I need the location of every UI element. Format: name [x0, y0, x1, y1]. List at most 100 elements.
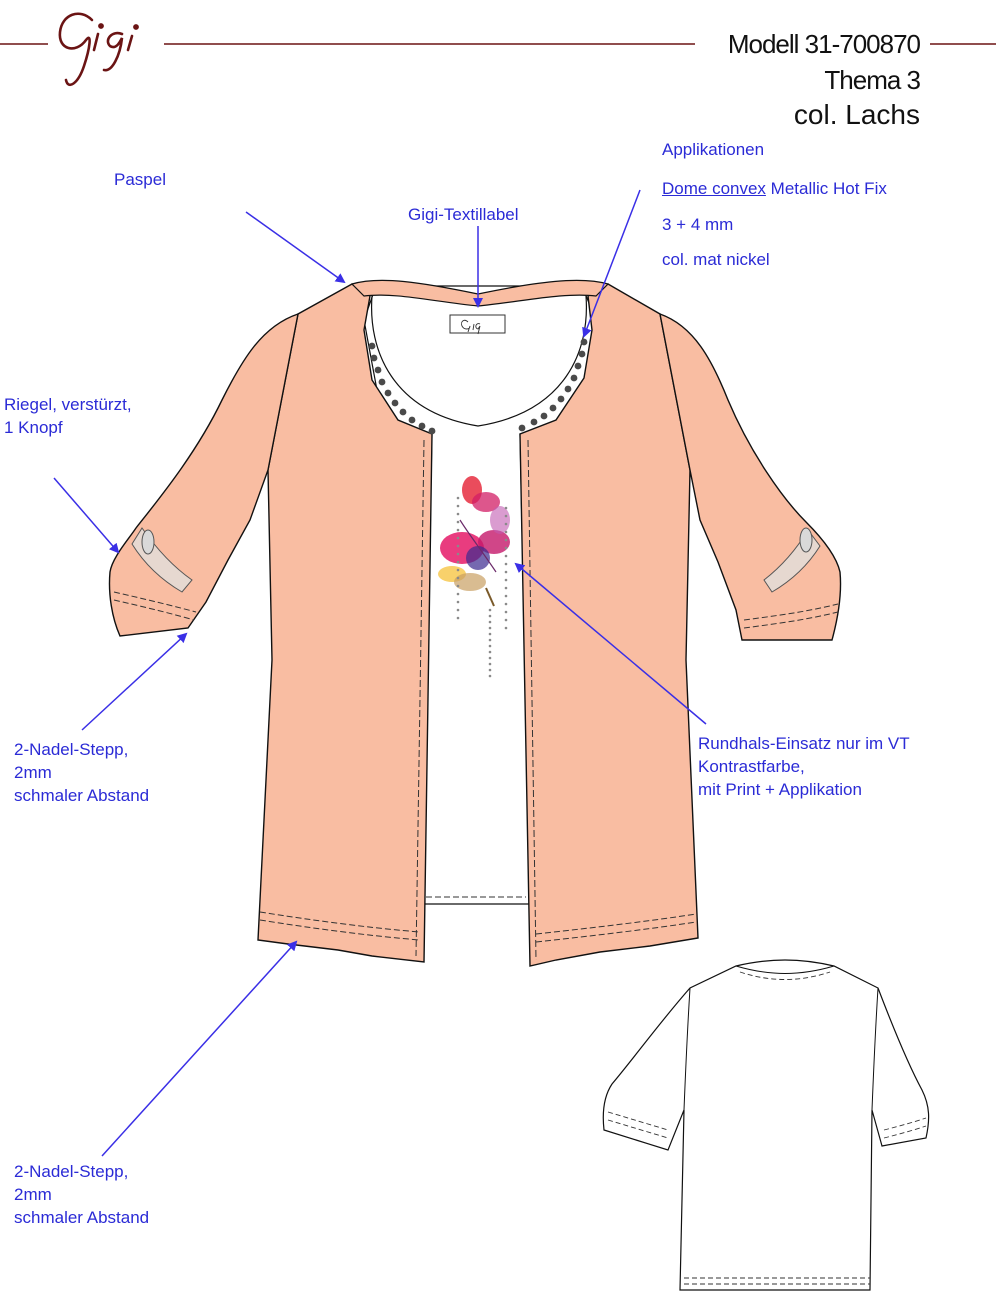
label-dome-line: Dome convex Metallic Hot Fix: [662, 177, 887, 200]
label-rundhals-3: mit Print + Applikation: [698, 780, 862, 799]
print-bead: [488, 620, 492, 624]
sleeve-stitch-left-1: [113, 591, 197, 613]
rivet: [370, 354, 378, 362]
model-number: Modell 31-700870: [727, 29, 921, 59]
print-bead: [488, 650, 492, 654]
gigi-signature-logo: [58, 12, 139, 87]
rivet: [540, 412, 548, 420]
print-bead: [456, 608, 460, 612]
print-bead: [504, 610, 508, 614]
rivet: [384, 389, 392, 397]
print-bead-lines: [456, 496, 508, 678]
print-bead: [488, 668, 492, 672]
print-bead: [504, 578, 508, 582]
print-bead: [504, 586, 508, 590]
print-bead: [488, 614, 492, 618]
sleeve-stitch-right-2: [743, 611, 839, 629]
print-bead: [504, 554, 508, 558]
print-bead: [504, 538, 508, 542]
color-label: col. Lachs: [793, 99, 920, 130]
arrow-stepp-sleeve: [81, 632, 188, 731]
rivet: [368, 342, 376, 350]
rivet: [418, 422, 426, 430]
print-bead: [504, 626, 508, 630]
print-bead: [456, 536, 460, 540]
print-bead: [456, 528, 460, 532]
label-stepp-sleeve-2: 2mm: [14, 763, 52, 782]
theme-label: Thema 3: [824, 65, 921, 95]
print-bead: [488, 626, 492, 630]
print-bead: [504, 562, 508, 566]
label-applikationen: Applikationen: [662, 140, 765, 159]
print-bead: [488, 674, 492, 678]
print-bead: [456, 560, 460, 564]
rivet: [530, 418, 538, 426]
rivet: [564, 385, 572, 393]
arrow-stepp-hem: [101, 940, 298, 1157]
label-stepp-hem-2: 2mm: [14, 1185, 52, 1204]
print-bead: [456, 496, 460, 500]
print-bead: [504, 546, 508, 550]
print-bead: [488, 638, 492, 642]
hem-stitch-right-1: [535, 913, 697, 935]
jacket-right-panel: [519, 283, 699, 967]
print-bead: [456, 512, 460, 516]
print-bead: [504, 514, 508, 518]
rivet: [391, 399, 399, 407]
rivet: [574, 362, 582, 370]
label-textillabel: Gigi-Textillabel: [408, 205, 519, 224]
label-stepp-hem-3: schmaler Abstand: [14, 1208, 150, 1227]
arrow-rundhals: [514, 562, 707, 725]
print-bead: [456, 520, 460, 524]
rivet: [399, 408, 407, 416]
print-bead: [504, 594, 508, 598]
neckline-inner: [370, 295, 588, 427]
rivet: [408, 416, 416, 424]
print-bead: [456, 584, 460, 588]
sleeve-stitch-left-2: [113, 599, 195, 621]
rivet: [549, 404, 557, 412]
label-paspel: Paspel: [114, 170, 166, 189]
print-bead: [456, 552, 460, 556]
print-bead: [504, 530, 508, 534]
print-bead: [504, 522, 508, 526]
print-bead: [488, 632, 492, 636]
front-edge-stitch-left: [415, 439, 425, 957]
print-bead: [504, 570, 508, 574]
rivet: [570, 374, 578, 382]
rivet: [378, 378, 386, 386]
arrow-riegel: [53, 477, 120, 554]
print-bead: [488, 656, 492, 660]
print-bead: [456, 616, 460, 620]
jacket-left-panel: [257, 283, 433, 963]
label-rundhals-2: Kontrastfarbe,: [698, 757, 805, 776]
label-stepp-sleeve-1: 2-Nadel-Stepp,: [14, 740, 129, 759]
button-left: [141, 529, 155, 555]
label-rundhals-1: Rundhals-Einsatz nur im VT: [698, 734, 910, 753]
label-size: 3 + 4 mm: [662, 215, 734, 234]
label-riegel-1: Riegel, verstürzt,: [4, 395, 132, 414]
print-bead: [456, 504, 460, 508]
print-bead: [456, 544, 460, 548]
arrow-applikationen: [582, 189, 641, 338]
rivet: [580, 338, 588, 346]
label-stepp-hem-1: 2-Nadel-Stepp,: [14, 1162, 129, 1181]
rivet: [518, 424, 526, 432]
rivet: [557, 395, 565, 403]
label-dome-convex: Dome convex: [662, 179, 766, 198]
rivet: [578, 350, 586, 358]
print-bead: [504, 506, 508, 510]
back-view-garment: [602, 959, 930, 1291]
print-bead: [488, 644, 492, 648]
sleeve-stitch-right-1: [743, 603, 839, 621]
print-bead: [504, 618, 508, 622]
label-riegel-2: 1 Knopf: [4, 418, 63, 437]
rivet: [374, 366, 382, 374]
textile-label-logo: [461, 319, 481, 335]
print-bead: [456, 568, 460, 572]
arrow-paspel: [245, 211, 346, 284]
print-bead: [456, 600, 460, 604]
print-bead: [456, 592, 460, 596]
